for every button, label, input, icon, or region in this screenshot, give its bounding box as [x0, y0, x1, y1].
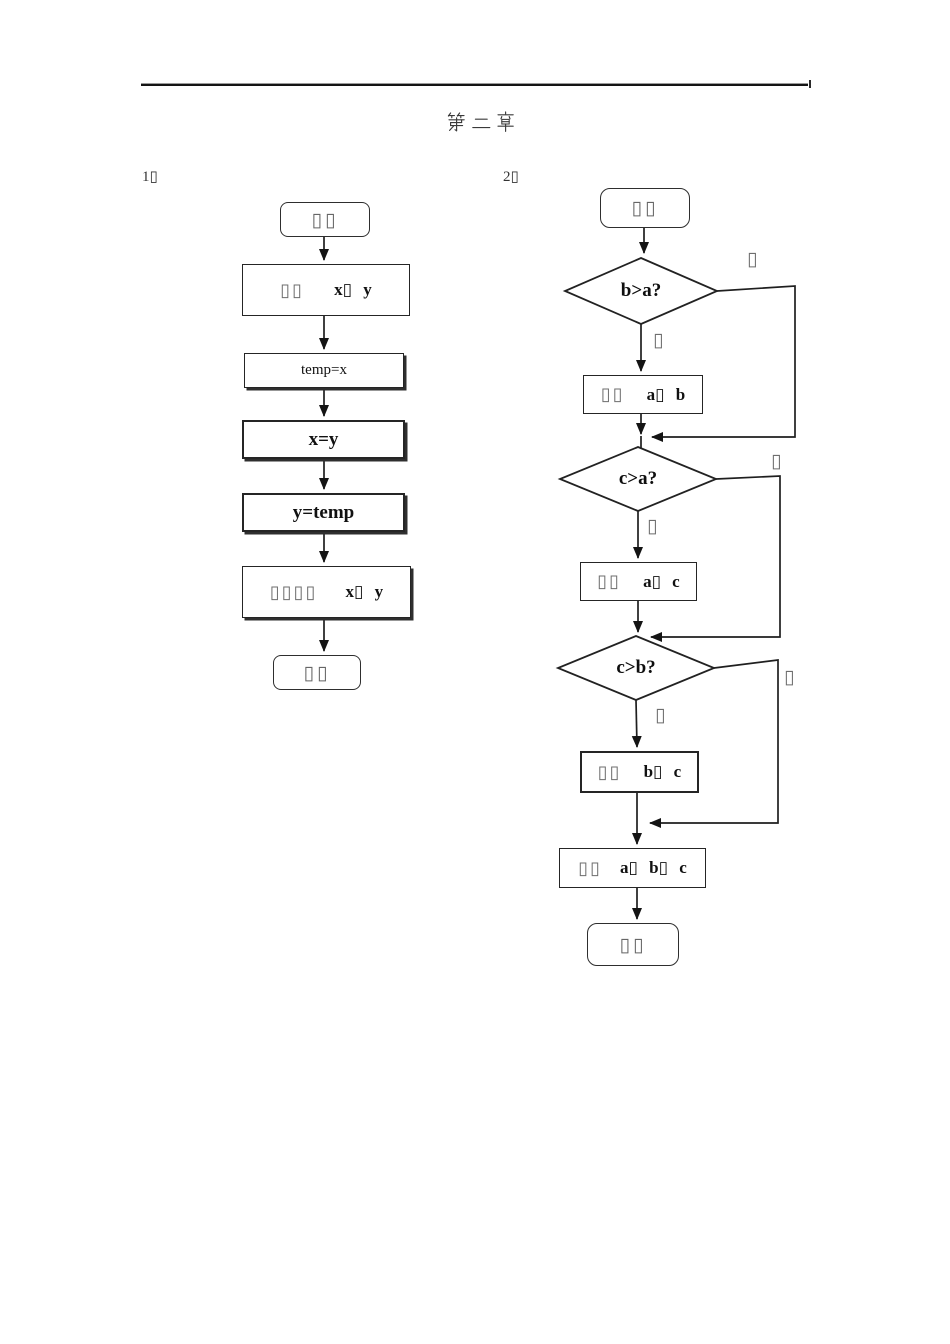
fc2-decision-c-gt-a-label: c>a?: [618, 468, 658, 489]
header-divider-tick: [809, 80, 811, 88]
fc2-swap-ab-prefix: ▯▯: [600, 384, 625, 405]
fc1-output-prefix: ▯▯▯▯: [269, 581, 318, 603]
fc1-output-box: ▯▯▯▯ x▯ y: [242, 566, 411, 618]
fc2-decision-c-gt-b-label: c>b?: [616, 657, 656, 678]
fc2-arrows: [631, 226, 796, 920]
page-title: [446, 111, 518, 140]
fc2-decision-b-gt-a-label: b>a?: [620, 280, 662, 301]
fc1-assign-y-label: y=temp: [292, 501, 355, 523]
glyph-er: [472, 118, 491, 129]
fc2-swap-ac-prefix: ▯▯: [597, 571, 622, 592]
fc1-input-prefix: ▯▯: [280, 279, 305, 301]
fc2-start-terminal: ▯▯: [600, 188, 690, 228]
fc1-assign-x-label: x=y: [308, 428, 339, 450]
section-1-label: 1▯: [142, 169, 158, 185]
fc2-swap-bc-prefix: ▯▯: [597, 761, 622, 783]
fc1-output-value: x▯ y: [345, 582, 384, 601]
fc1-input-box: ▯▯ x▯ y: [242, 264, 410, 316]
fc2-decision-shapes: [555, 257, 720, 701]
fc1-assign-x-box: x=y: [242, 420, 405, 459]
header-divider: [141, 83, 808, 86]
fc1-assign-y-box: y=temp: [242, 493, 405, 532]
fc2-start-label: ▯▯: [631, 197, 659, 219]
fc2-decision-b-gt-a-shape: [562, 257, 720, 325]
fc2-b-gt-a-no-label: ▯: [747, 248, 758, 270]
fc2-c-gt-b-no-label: ▯: [784, 666, 795, 688]
fc1-start-label: ▯▯: [311, 208, 339, 231]
fc1-start-terminal: ▯▯: [280, 202, 370, 237]
fc2-swap-ab-value: a▯ b: [646, 384, 686, 404]
fc2-c-gt-b-yes-label: ▯: [655, 704, 666, 726]
fc2-output-value: a▯ b▯ c: [620, 858, 687, 877]
glyph-zhang: [497, 111, 514, 132]
fc2-decision-c-gt-a-shape: [557, 446, 719, 512]
fc2-swap-ac-box: ▯▯ a▯ c: [580, 562, 697, 601]
fc2-c-gt-a-no-label: ▯: [771, 450, 782, 472]
fc1-input-value: x▯ y: [334, 280, 372, 299]
fc2-output-box: ▯▯ a▯ b▯ c: [559, 848, 706, 888]
fc2-output-prefix: ▯▯: [578, 857, 603, 879]
fc2-swap-ac-value: a▯ c: [643, 571, 680, 591]
fc1-end-label: ▯▯: [303, 661, 331, 684]
fc2-swap-bc-value: b▯ c: [643, 762, 682, 781]
fc2-swap-bc-box: ▯▯ b▯ c: [580, 751, 699, 793]
glyph-di: [447, 112, 465, 132]
fc2-end-terminal: ▯▯: [587, 923, 679, 966]
fc1-assign-temp-label: temp=x: [301, 362, 347, 378]
fc2-end-label: ▯▯: [619, 933, 647, 956]
section-2-label: 2▯: [503, 169, 519, 185]
fc2-b-gt-a-yes-label: ▯: [653, 329, 664, 351]
fc2-c-gt-a-yes-label: ▯: [647, 515, 658, 537]
fc1-end-terminal: ▯▯: [273, 655, 361, 690]
fc2-swap-ab-box: ▯▯ a▯ b: [583, 375, 703, 414]
fc1-assign-temp-box: temp=x: [244, 353, 404, 388]
fc2-decision-c-gt-b-shape: [555, 635, 717, 701]
